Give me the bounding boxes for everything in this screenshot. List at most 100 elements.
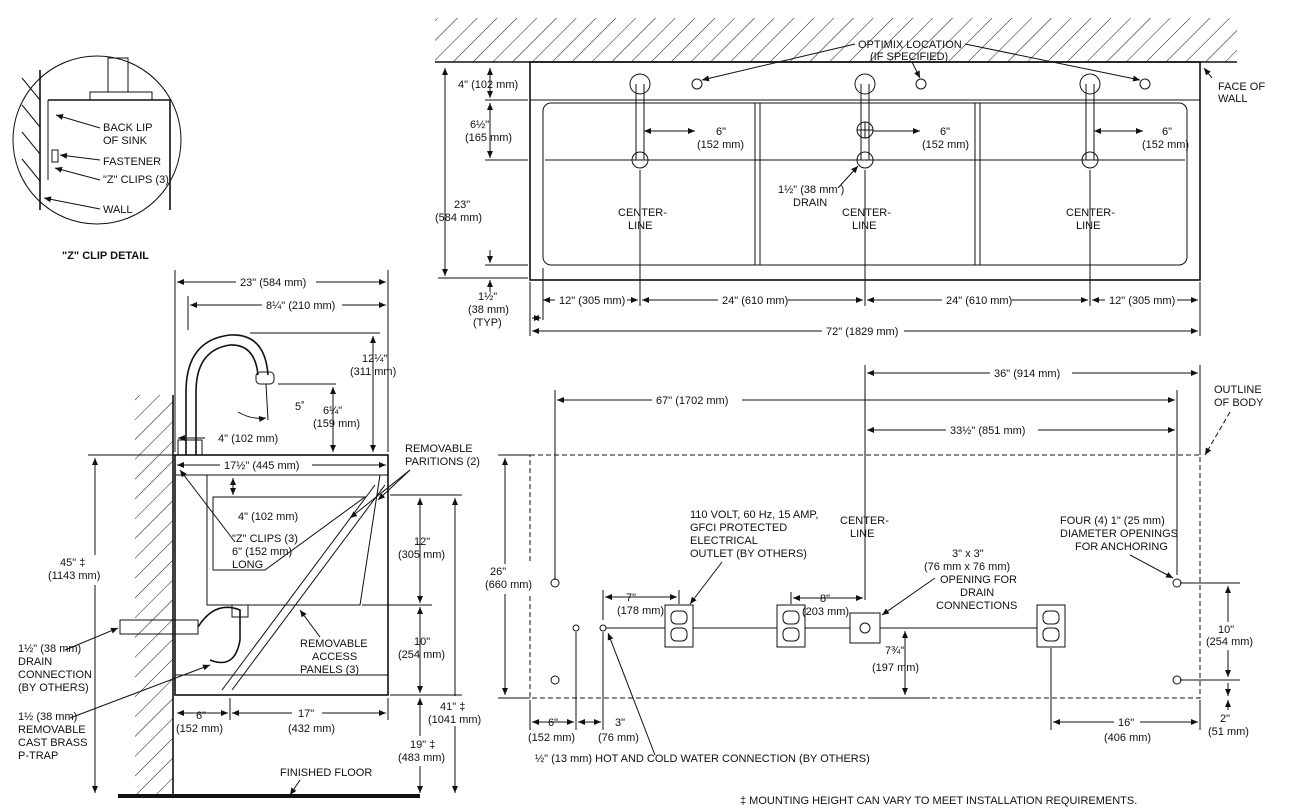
offset-6-3a: 6" — [1162, 126, 1172, 138]
anchor-1: FOUR (4) 1" (25 mm) — [1060, 515, 1165, 527]
ptrap-4: P-TRAP — [18, 750, 58, 762]
side-b17-a: 17" — [298, 708, 314, 720]
side-angle: 5˚ — [295, 401, 305, 413]
drain-conn-4: (BY OTHERS) — [18, 682, 89, 694]
front-d16-b: (406 mm) — [1104, 732, 1151, 744]
optimix-label-2: (IF SPECIFIED) — [870, 51, 948, 63]
back-lip-label-2: OF SINK — [103, 135, 148, 147]
side-w8: 8¼" (210 mm) — [266, 300, 335, 312]
centerline-3a: CENTER- — [1066, 207, 1115, 219]
access-3: PANELS (3) — [300, 664, 359, 676]
footnote: ‡ MOUNTING HEIGHT CAN VARY TO MEET INSTA… — [740, 795, 1137, 807]
ptrap-1: 1½ (38 mm) — [18, 711, 77, 723]
partitions-1: REMOVABLE — [405, 443, 473, 455]
side-h6-a: 6¼" — [323, 405, 342, 417]
opening-4: DRAIN — [960, 587, 994, 599]
top-h6-a: 6½" — [470, 119, 489, 131]
wall-label: WALL — [103, 204, 133, 216]
anchor-3: FOR ANCHORING — [1075, 541, 1168, 553]
front-d16-a: 16" — [1118, 717, 1134, 729]
side-h19-b: (483 mm) — [398, 752, 445, 764]
front-d6-b: (152 mm) — [528, 732, 575, 744]
side-h12-a: 12¼" — [362, 353, 387, 365]
drain-conn-1: 1½" (38 mm) — [18, 643, 81, 655]
centerline-2a: CENTER- — [842, 207, 891, 219]
faucet-1 — [629, 73, 651, 169]
front-center-2: LINE — [850, 528, 874, 540]
side-view: 23" (584 mm) 8¼" (210 mm) 12¼" (311 mm) … — [18, 270, 486, 798]
elec-3: ELECTRICAL — [690, 535, 758, 547]
side-b10-a: 10" — [414, 636, 430, 648]
top-h4: 4" (102 mm) — [458, 79, 518, 91]
clip-detail-title: "Z" CLIP DETAIL — [62, 250, 149, 262]
front-d7-b: (178 mm) — [617, 605, 664, 617]
side-h12-b: (311 mm) — [350, 366, 396, 378]
front-d6-a: 6" — [548, 717, 558, 729]
top-h15-b: (38 mm) — [468, 304, 509, 316]
side-d4b: 4" (102 mm) — [238, 511, 298, 523]
side-h41-a: 41" ‡ — [440, 701, 465, 713]
drain-conn-3: CONNECTION — [18, 669, 92, 681]
side-w23: 23" (584 mm) — [240, 277, 306, 289]
offset-6-2a: 6" — [940, 126, 950, 138]
elec-2: GFCI PROTECTED — [690, 522, 787, 534]
zclip-label-3: LONG — [232, 559, 263, 571]
front-d33: 33½" (851 mm) — [950, 425, 1025, 437]
front-d734-a: 7¾" — [885, 645, 904, 657]
side-b10-b: (254 mm) — [398, 649, 445, 661]
side-h6-b: (159 mm) — [313, 418, 360, 430]
front-d7-a: 7" — [626, 592, 636, 604]
side-b6-b: (152 mm) — [176, 723, 223, 735]
front-d10-a: 10" — [1218, 624, 1234, 636]
top-h15-a: 1½" — [478, 291, 497, 303]
outline-1: OUTLINE — [1214, 384, 1262, 396]
top-h23-a: 23" — [454, 199, 470, 211]
side-h45-a: 45" ‡ — [60, 557, 85, 569]
opening-1: 3" x 3" — [952, 548, 984, 560]
side-b17-b: (432 mm) — [288, 723, 335, 735]
side-d17: 17½" (445 mm) — [224, 460, 299, 472]
top-view: OPTIMIX LOCATION (IF SPECIFIED) FACE OF … — [435, 18, 1265, 338]
front-d8-b: (203 mm) — [802, 606, 849, 618]
drain-conn-2: DRAIN — [18, 656, 52, 668]
faucet-3 — [1079, 73, 1101, 169]
centerline-3b: LINE — [1076, 220, 1100, 232]
opening-2: (76 mm x 76 mm) — [924, 561, 1010, 573]
front-h26-b: (660 mm) — [485, 579, 532, 591]
zclip-label-1: "Z" CLIPS (3) — [232, 533, 298, 545]
offset-6-1b: (152 mm) — [697, 139, 744, 151]
top-h23-b: (584 mm) — [435, 212, 482, 224]
front-view: 36" (914 mm) OUTLINE OF BODY 67" (1702 m… — [483, 365, 1264, 765]
offset-6-2b: (152 mm) — [922, 139, 969, 151]
offset-6-3b: (152 mm) — [1142, 139, 1189, 151]
outlet-2 — [776, 604, 806, 648]
front-d67: 67" (1702 mm) — [656, 395, 728, 407]
back-lip-label-1: BACK LIP — [103, 122, 153, 134]
dim-72: 72" (1829 mm) — [826, 326, 898, 338]
z-clips-label: "Z" CLIPS (3) — [103, 174, 169, 186]
front-h26-a: 26" — [490, 566, 506, 578]
dim-24-b: 24" (610 mm) — [946, 295, 1012, 307]
opening-5: CONNECTIONS — [936, 600, 1017, 612]
side-b12-a: 12" — [414, 536, 430, 548]
front-d36: 36" (914 mm) — [994, 368, 1060, 380]
side-h19-a: 19" ‡ — [410, 739, 435, 751]
top-h15-c: (TYP) — [473, 317, 502, 329]
elec-4: OUTLET (BY OTHERS) — [690, 548, 807, 560]
front-center-1: CENTER- — [840, 515, 889, 527]
faucet-2 — [854, 73, 876, 169]
water-connection: ½" (13 mm) HOT AND COLD WATER CONNECTION… — [535, 753, 870, 765]
drain-label-1: 1½" (38 mm ) — [778, 184, 844, 196]
drain-label-2: DRAIN — [793, 197, 827, 209]
front-d3-b: (76 mm) — [598, 732, 639, 744]
opening-3: OPENING FOR — [940, 574, 1017, 586]
dim-12-right: 12" (305 mm) — [1109, 295, 1175, 307]
face-of-wall-1: FACE OF — [1218, 81, 1265, 93]
partitions-2: PARITIONS (2) — [405, 456, 480, 468]
top-h6-b: (165 mm) — [465, 132, 512, 144]
face-of-wall-2: WALL — [1218, 93, 1248, 105]
front-d8-a: 8" — [820, 593, 830, 605]
dim-12-left: 12" (305 mm) — [559, 295, 625, 307]
ptrap-2: REMOVABLE — [18, 724, 86, 736]
